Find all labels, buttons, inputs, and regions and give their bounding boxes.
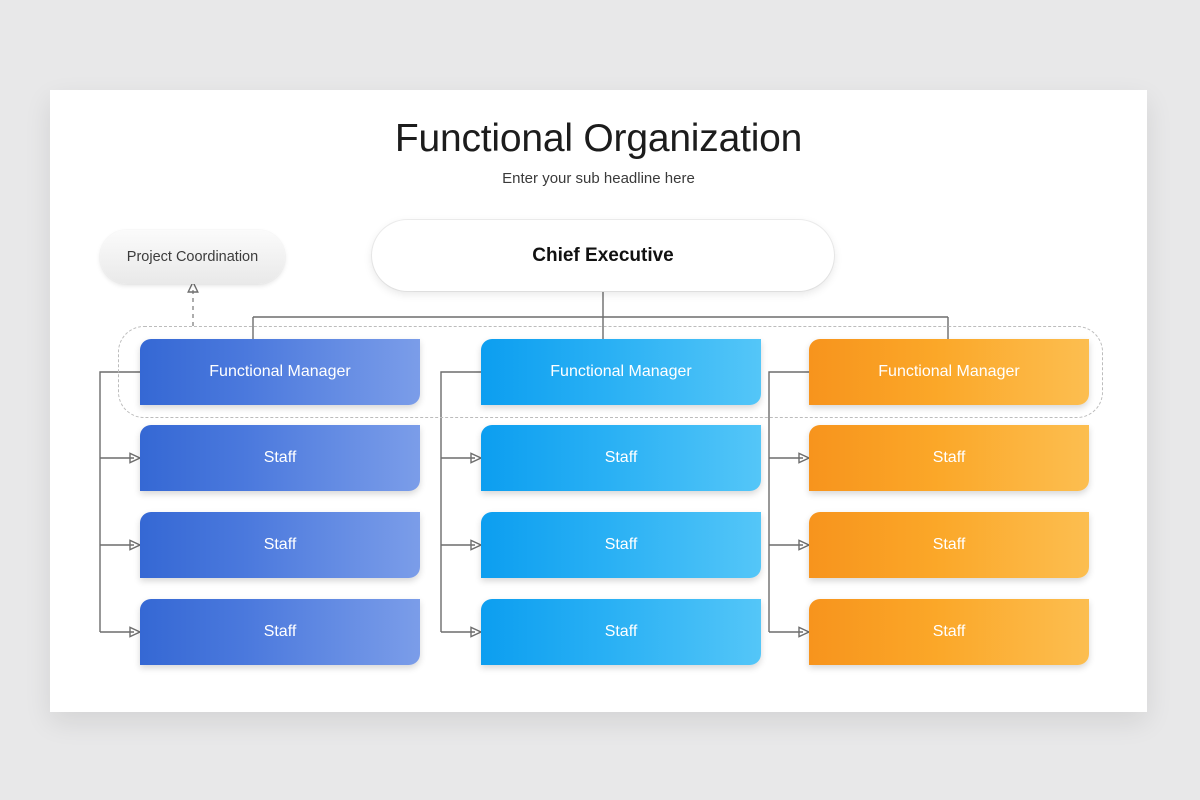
functional-managers-group-frame xyxy=(118,326,1103,418)
staff-label-1-1: Staff xyxy=(263,449,297,466)
staff-label-2-3: Staff xyxy=(604,623,638,640)
arrowhead-col1-staff-2 xyxy=(129,539,142,551)
arrowhead-col3-staff-1 xyxy=(798,452,811,464)
staff-label-1-3: Staff xyxy=(263,623,297,640)
staff-node-1-3[interactable]: Staff xyxy=(140,599,420,665)
arrowhead-col3-staff-2 xyxy=(798,539,811,551)
project-coordination-node[interactable]: Project Coordination xyxy=(100,230,285,284)
staff-node-3-1[interactable]: Staff xyxy=(809,425,1089,491)
functional-manager-label-2: Functional Manager xyxy=(550,363,692,380)
functional-manager-node-1[interactable]: Functional Manager xyxy=(140,339,420,405)
staff-node-2-1[interactable]: Staff xyxy=(481,425,761,491)
arrowhead-coordination xyxy=(187,280,199,293)
arrowhead-col2-staff-3 xyxy=(470,626,483,638)
staff-node-3-3[interactable]: Staff xyxy=(809,599,1089,665)
staff-label-2-1: Staff xyxy=(604,449,638,466)
functional-manager-label-3: Functional Manager xyxy=(878,363,1020,380)
chief-executive-node[interactable]: Chief Executive xyxy=(372,220,834,291)
staff-label-1-2: Staff xyxy=(263,536,297,553)
staff-label-3-1: Staff xyxy=(932,449,966,466)
staff-node-3-2[interactable]: Staff xyxy=(809,512,1089,578)
chief-executive-label: Chief Executive xyxy=(532,244,674,266)
staff-node-1-2[interactable]: Staff xyxy=(140,512,420,578)
arrowhead-col2-staff-1 xyxy=(470,452,483,464)
staff-label-2-2: Staff xyxy=(604,536,638,553)
page-subtitle: Enter your sub headline here xyxy=(502,170,695,187)
staff-label-3-3: Staff xyxy=(932,623,966,640)
functional-manager-node-2[interactable]: Functional Manager xyxy=(481,339,761,405)
functional-manager-label-1: Functional Manager xyxy=(209,363,351,380)
connector-layer xyxy=(99,280,949,638)
staff-node-2-2[interactable]: Staff xyxy=(481,512,761,578)
arrowhead-col1-staff-1 xyxy=(129,452,142,464)
arrowhead-col2-staff-2 xyxy=(470,539,483,551)
staff-node-2-3[interactable]: Staff xyxy=(481,599,761,665)
page-title: Functional Organization xyxy=(394,117,803,160)
arrowhead-col3-staff-3 xyxy=(798,626,811,638)
arrowhead-col1-staff-3 xyxy=(129,626,142,638)
staff-node-1-1[interactable]: Staff xyxy=(140,425,420,491)
functional-manager-node-3[interactable]: Functional Manager xyxy=(809,339,1089,405)
staff-label-3-2: Staff xyxy=(932,536,966,553)
project-coordination-label: Project Coordination xyxy=(126,249,259,265)
slide-canvas: Functional Organization Enter your sub h… xyxy=(50,90,1147,712)
